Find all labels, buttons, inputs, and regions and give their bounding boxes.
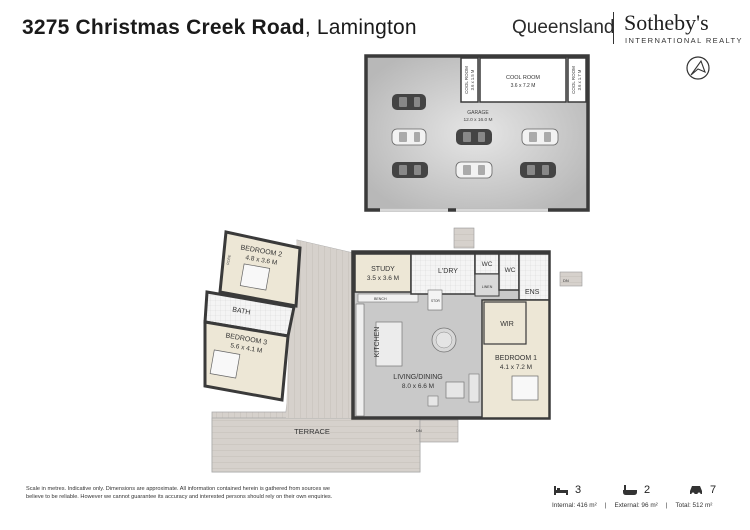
cool-room-right-size: 3.6 x 1.7 M	[577, 69, 582, 90]
garage: COOL ROOM 3.6 x 7.2 M COOL ROOM 3.6 x 1.…	[364, 54, 590, 212]
garage-cars	[391, 94, 559, 179]
address-street: 3275 Christmas Creek Road	[22, 16, 305, 39]
disclaimer: Scale in metres. Indicative only. Dimens…	[26, 486, 356, 501]
bathroom-count: 2	[622, 483, 650, 497]
wc1-name: WC	[482, 261, 493, 268]
bedroom-count: 3	[553, 483, 581, 497]
brand-logo-name: Sotheby's	[624, 10, 709, 35]
robe-label: ROBE	[226, 254, 232, 265]
study	[354, 253, 412, 293]
car-count-value: 7	[710, 484, 717, 496]
cool-room-main-name: COOL ROOM	[506, 75, 540, 81]
bedroom-count-value: 3	[575, 484, 582, 496]
cool-room-left-name: COOL ROOM	[464, 66, 469, 94]
area-separator-1: |	[604, 502, 607, 509]
dn-label-side: DN	[563, 278, 569, 283]
cool-room-right-name: COOL ROOM	[571, 66, 576, 94]
internal-area: Internal: 416 m²	[552, 502, 597, 509]
address-locality: Lamington	[316, 16, 417, 39]
garage-size: 12.0 x 16.0 M	[463, 117, 492, 123]
brand-region: Queensland	[512, 17, 615, 38]
study-size: 3.5 x 3.6 M	[367, 275, 399, 282]
bench-label: BENCH	[374, 297, 387, 301]
stor-label: STOR	[431, 299, 440, 303]
west-wing: BEDROOM 2 4.8 x 3.6 M ROBE BATH BEDROOM …	[203, 230, 302, 402]
terrace: TERRACE DN DN	[211, 227, 583, 473]
ensuite	[518, 253, 550, 301]
terrace-name: TERRACE	[294, 427, 330, 436]
bath-icon	[623, 485, 637, 495]
external-area: External: 96 m²	[614, 502, 658, 509]
main-house: STUDY 3.5 x 3.6 M BENCH L'DRY STOR WC LI…	[351, 250, 551, 420]
wir-name-overlay: WIR	[500, 321, 514, 328]
car-count: 7	[688, 483, 716, 497]
ldry-name: L'DRY	[438, 268, 458, 275]
cool-room-left-size: 3.6 x 1.5 M	[470, 69, 475, 90]
brand-logo-subtitle: INTERNATIONAL REALTY	[625, 36, 743, 45]
cool-room-left	[460, 57, 479, 103]
garage-name: GARAGE	[467, 110, 489, 116]
property-address: 3275 Christmas Creek Road, Lamington	[22, 16, 417, 40]
living-size: 8.0 x 6.6 M	[402, 383, 434, 390]
total-area: Total: 512 m²	[675, 502, 713, 509]
cool-room-right	[567, 57, 587, 103]
disclaimer-line-1: Scale in metres. Indicative only. Dimens…	[26, 486, 330, 492]
disclaimer-line-2: believe to be reliable. However we canno…	[26, 493, 333, 500]
linen-label: LINEN	[482, 285, 493, 289]
kitchen-name: KITCHEN	[374, 327, 381, 358]
floor-plan: COOL ROOM 3.6 x 7.2 M COOL ROOM 3.6 x 1.…	[203, 54, 710, 473]
cool-room-main-size: 3.6 x 7.2 M	[511, 83, 536, 89]
bed-icon	[554, 486, 568, 495]
header: 3275 Christmas Creek Road, Lamington Que…	[0, 0, 750, 58]
dn-label-terrace: DN	[416, 428, 422, 433]
area-separator-2: |	[665, 502, 668, 509]
compass-icon	[686, 56, 710, 80]
address-separator: ,	[304, 16, 311, 39]
ens-name: ENS	[525, 289, 540, 296]
brand-divider	[613, 12, 614, 44]
car-icon	[690, 486, 702, 496]
wc2-name: WC	[505, 267, 516, 274]
bedroom1-size: 4.1 x 7.2 M	[500, 364, 532, 371]
living-name: LIVING/DINING	[393, 374, 442, 381]
study-name: STUDY	[371, 266, 395, 273]
laundry	[410, 253, 476, 295]
cool-room-main	[479, 57, 567, 103]
bathroom-count-value: 2	[644, 484, 651, 496]
bedroom1-name: BEDROOM 1	[495, 355, 537, 362]
bath-name: BATH	[232, 306, 251, 316]
area-summary: Internal: 416 m² | External: 96 m² | Total: …	[552, 502, 712, 509]
